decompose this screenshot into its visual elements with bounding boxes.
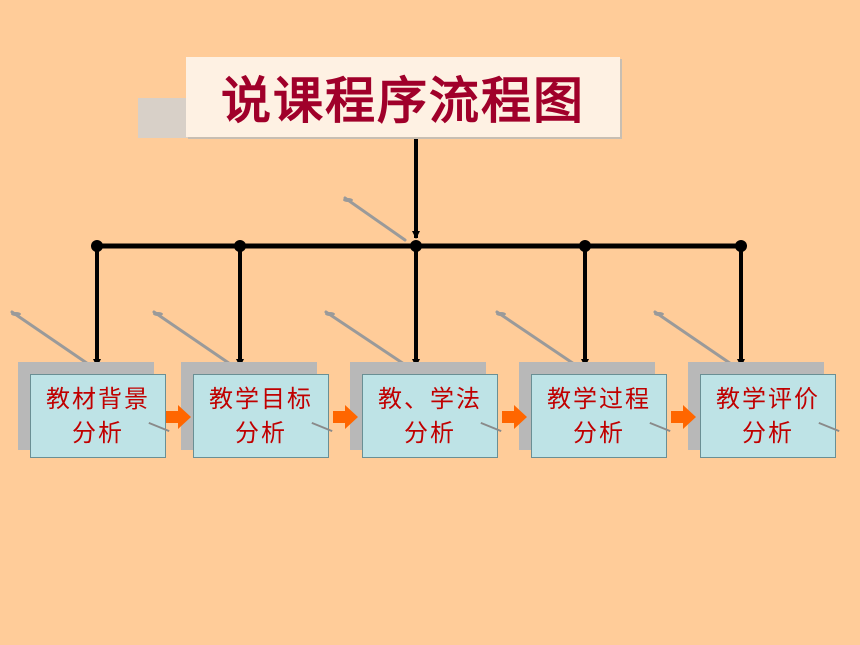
node-textbook-background: 教材背景 分析 bbox=[18, 362, 170, 458]
node-teaching-objectives: 教学目标 分析 bbox=[181, 362, 333, 458]
node-box: 教学评价 分析 bbox=[700, 374, 836, 458]
node-label-line1: 教材背景 bbox=[46, 385, 150, 413]
diagram-title: 说课程序流程图 bbox=[221, 71, 585, 130]
node-label-line1: 教学过程 bbox=[547, 385, 651, 413]
flow-arrow-icon bbox=[671, 405, 696, 429]
node-box: 教学目标 分析 bbox=[193, 374, 329, 458]
decorative-pointers bbox=[10, 196, 739, 370]
node-teaching-learning-methods: 教、学法 分析 bbox=[350, 362, 502, 458]
node-teaching-evaluation: 教学评价 分析 bbox=[688, 362, 840, 458]
node-label-line2: 分析 bbox=[742, 419, 794, 447]
node-label-line1: 教学评价 bbox=[716, 385, 820, 413]
node-box: 教、学法 分析 bbox=[362, 374, 498, 458]
title-box: 说课程序流程图 bbox=[186, 57, 620, 137]
node-label-line1: 教、学法 bbox=[378, 385, 482, 413]
node-box: 教学过程 分析 bbox=[531, 374, 667, 458]
flow-arrow-icon bbox=[333, 405, 358, 429]
flow-arrow-icon bbox=[502, 405, 527, 429]
node-label-line2: 分析 bbox=[404, 419, 456, 447]
node-label-line1: 教学目标 bbox=[209, 385, 313, 413]
node-label-line2: 分析 bbox=[72, 419, 124, 447]
node-box: 教材背景 分析 bbox=[30, 374, 166, 458]
node-label-line2: 分析 bbox=[573, 419, 625, 447]
flow-arrow-icon bbox=[166, 405, 191, 429]
node-label-line2: 分析 bbox=[235, 419, 287, 447]
node-teaching-process: 教学过程 分析 bbox=[519, 362, 671, 458]
